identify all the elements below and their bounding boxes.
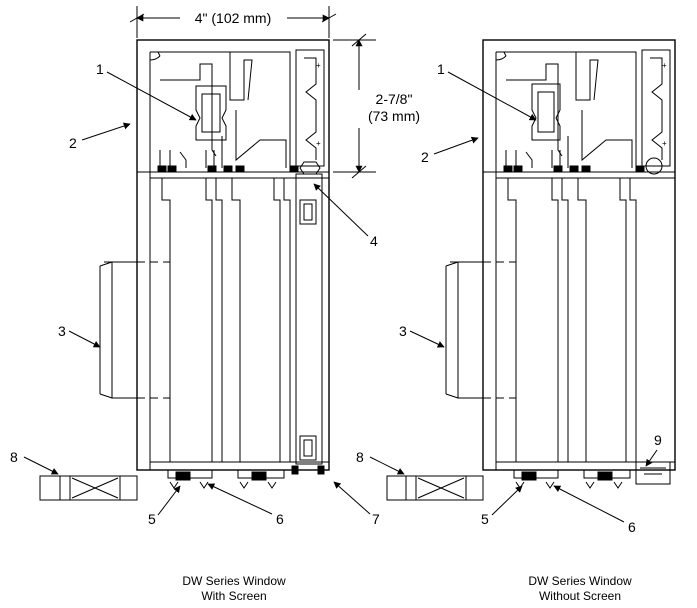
svg-text:+: +	[316, 61, 321, 70]
caption-right-line1: DW Series Window	[528, 574, 632, 588]
left-callouts: 1 2 3 4 5 6 7 8	[10, 61, 380, 527]
callout-right-8: 8	[356, 449, 364, 465]
callout-left-3: 3	[58, 323, 66, 339]
callout-left-4: 4	[370, 233, 378, 249]
caption-left-line2: With Screen	[201, 589, 266, 603]
callout-left-2: 2	[69, 135, 77, 151]
callout-left-6: 6	[276, 511, 284, 527]
width-dimension: 4" (102 mm)	[129, 6, 337, 38]
callout-left-7: 7	[372, 511, 380, 527]
height-dimension-label-line2: (73 mm)	[368, 108, 420, 124]
callout-right-1: 1	[437, 61, 445, 77]
caption-right-line2: Without Screen	[539, 589, 621, 603]
svg-text:+: +	[662, 139, 667, 148]
callout-left-5: 5	[148, 511, 156, 527]
height-dimension: 2-7/8" (73 mm)	[333, 33, 420, 179]
svg-text:+: +	[662, 61, 667, 70]
right-window-drawing: + +	[386, 39, 676, 501]
height-dimension-label-line1: 2-7/8"	[376, 91, 413, 107]
caption-left-line1: DW Series Window	[182, 574, 286, 588]
callout-right-2: 2	[421, 149, 429, 165]
callout-left-1: 1	[96, 61, 104, 77]
callout-right-5: 5	[481, 511, 489, 527]
callout-right-3: 3	[399, 323, 407, 339]
callout-right-9: 9	[654, 432, 662, 448]
svg-text:+: +	[316, 139, 321, 148]
left-window-drawing: + +	[39, 39, 330, 501]
right-callouts: 1 2 3 5 6 8 9	[356, 61, 662, 535]
callout-left-8: 8	[10, 449, 18, 465]
callout-right-6: 6	[628, 519, 636, 535]
width-dimension-label: 4" (102 mm)	[195, 10, 272, 26]
